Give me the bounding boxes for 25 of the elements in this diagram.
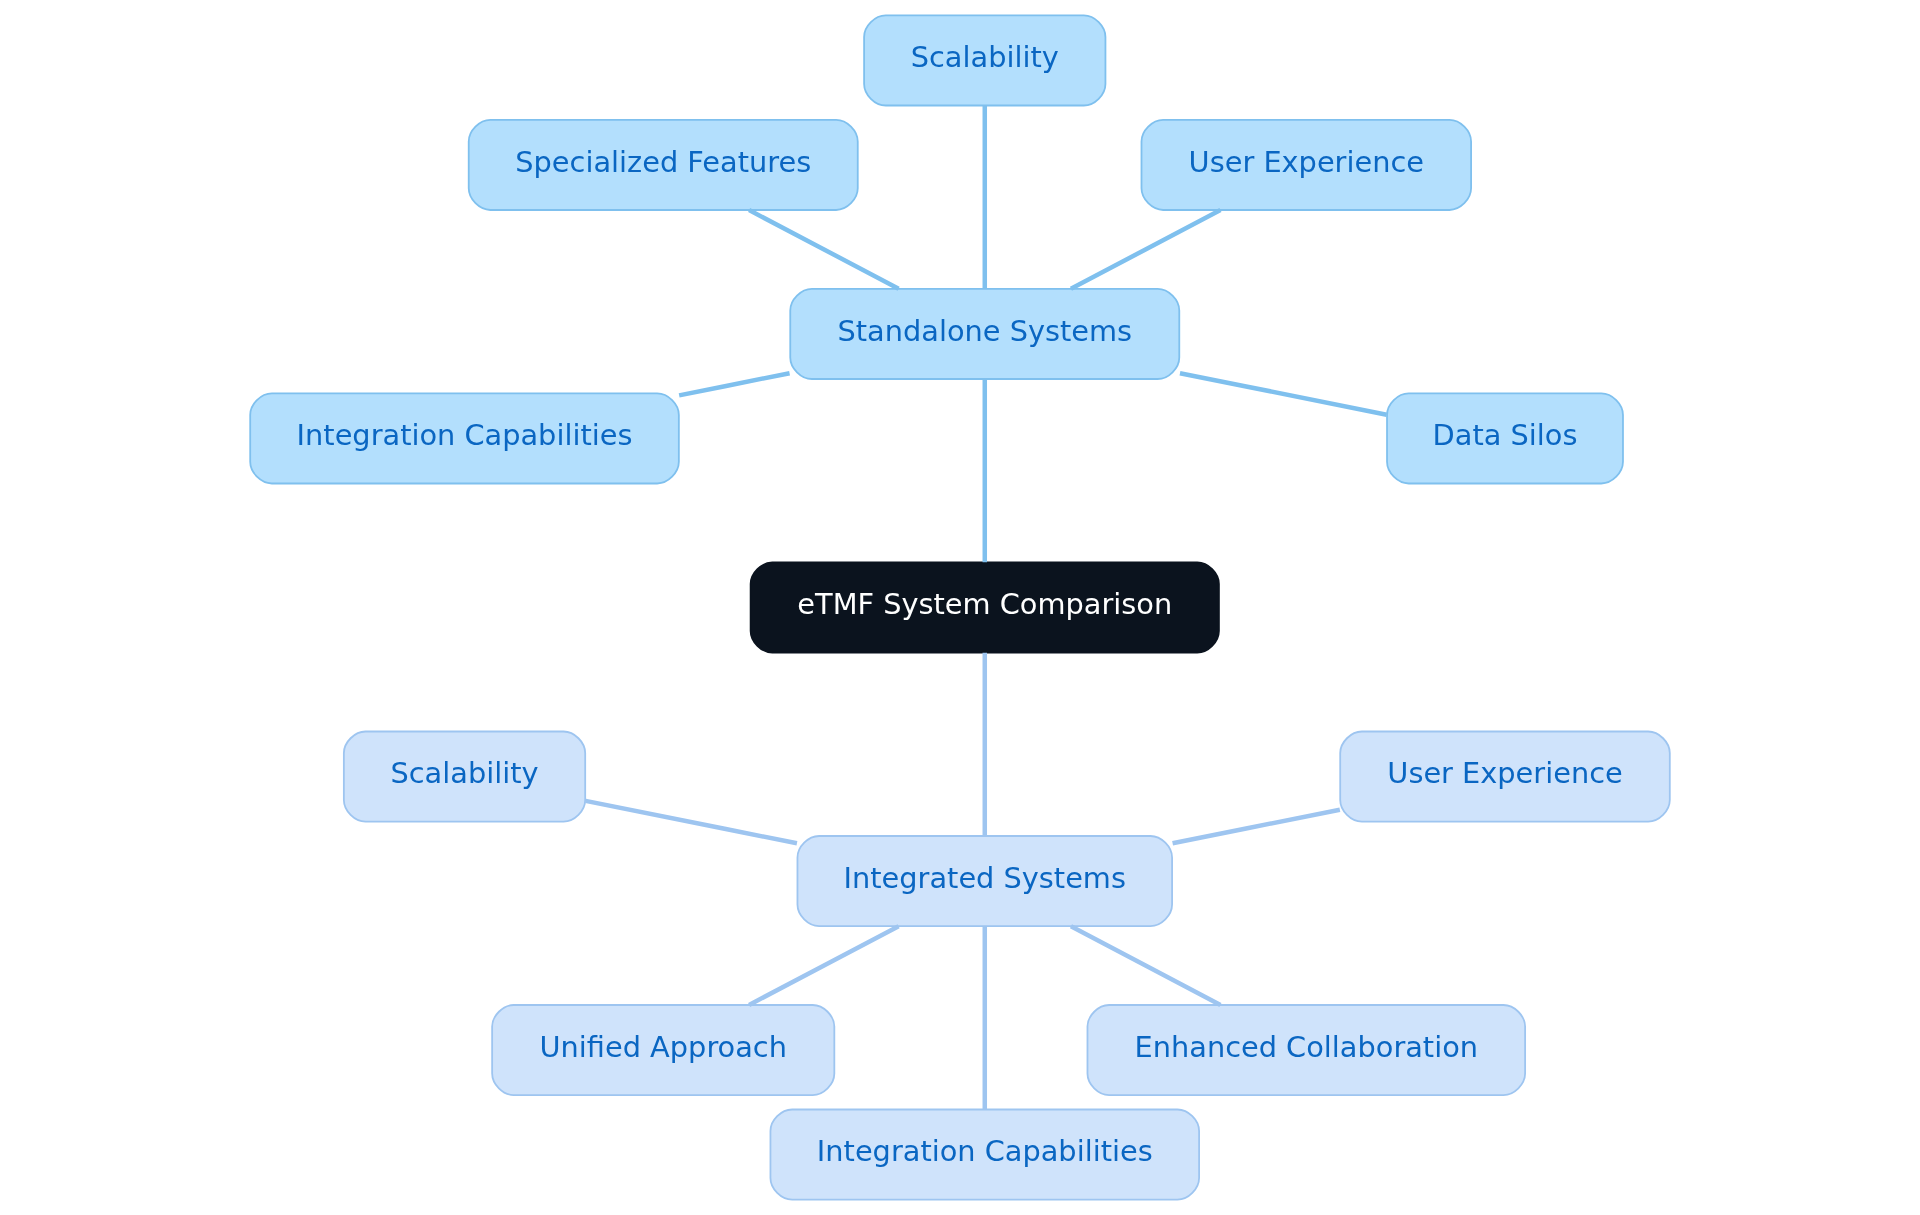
node-box: Integrated Systems (796, 835, 1173, 927)
connector (1069, 924, 1222, 1007)
node-box: Integration Capabilities (769, 1108, 1200, 1201)
node-box: User Experience (1140, 119, 1472, 211)
node-box: Specialized Features (467, 119, 859, 211)
node-box: Unified Approach (491, 1004, 836, 1096)
connector (678, 371, 790, 398)
connector (585, 798, 798, 846)
node-box: Integration Capabilities (249, 392, 680, 485)
node-box: Enhanced Collaboration (1086, 1004, 1526, 1096)
connector (1069, 208, 1222, 291)
connector (982, 379, 987, 563)
connector (982, 105, 987, 289)
node-box: User Experience (1339, 730, 1671, 823)
connector (748, 208, 900, 291)
node-box: Data Silos (1386, 392, 1624, 485)
node-box: eTMF System Comparison (749, 561, 1220, 654)
node-box: Scalability (863, 14, 1107, 107)
connector (982, 652, 987, 836)
connector (982, 926, 987, 1110)
node-box: Scalability (342, 730, 587, 823)
connector (1172, 807, 1341, 846)
connector (1179, 371, 1388, 417)
connector (748, 924, 900, 1007)
node-box: Standalone Systems (789, 288, 1181, 380)
